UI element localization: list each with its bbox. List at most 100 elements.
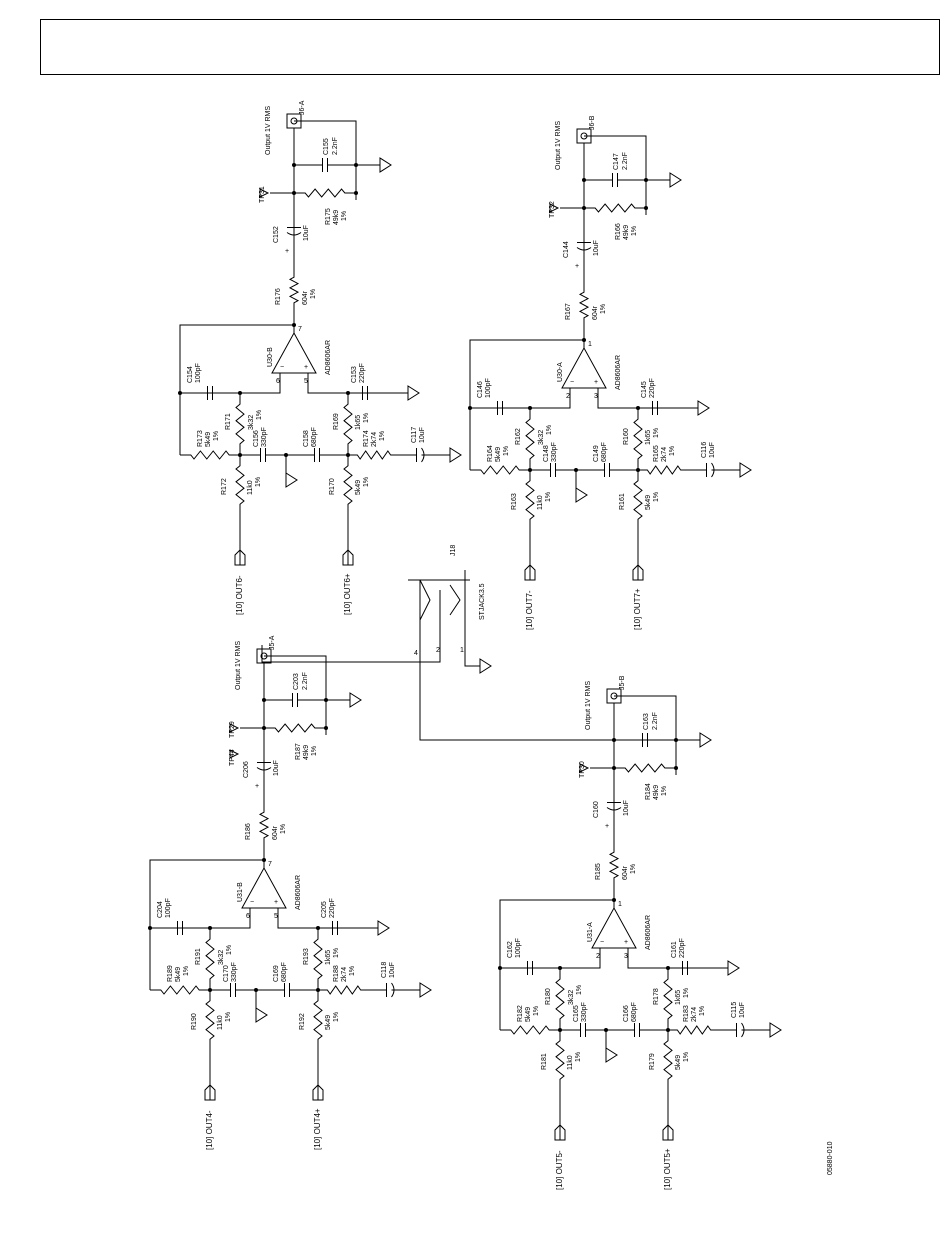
component-label: 220pF [649, 378, 656, 398]
component-label: 11k0 [537, 495, 544, 510]
capacitor-plate [391, 982, 395, 998]
component-label: + [605, 823, 609, 830]
component-label: Output 1V RMS [235, 641, 242, 690]
component-label: TP32 [549, 201, 556, 218]
component-label: 1% [545, 492, 552, 502]
junction-dot [292, 163, 296, 167]
component-label: 680pF [281, 962, 288, 982]
component-label: C161 [671, 941, 678, 958]
test-point-symbol [259, 188, 270, 198]
wire [149, 859, 264, 990]
component-label: 1% [575, 1052, 582, 1062]
component-label: C166 [623, 1005, 630, 1022]
component-label: R182 [517, 1005, 524, 1022]
resistor-symbol [235, 393, 245, 455]
component-label: 1% [669, 446, 676, 456]
component-label: 10uF [623, 800, 630, 816]
component-label: 1% [699, 1006, 706, 1016]
component-label: R163 [511, 493, 518, 510]
component-label: C145 [641, 381, 648, 398]
component-label: 5k49 [645, 495, 652, 510]
test-point-symbol [229, 723, 240, 733]
wire [307, 373, 408, 394]
ground-symbol [575, 487, 588, 503]
connector-symbol [234, 549, 246, 566]
component-label: AD8606AR [325, 340, 332, 375]
component-label: 1% [310, 289, 317, 299]
component-label: C158 [303, 430, 310, 447]
component-label: 5k49 [495, 447, 502, 462]
component-label: C144 [563, 241, 570, 258]
resistor-symbol [633, 408, 643, 470]
junction-dot [604, 1028, 608, 1032]
component-label: 1% [311, 746, 318, 756]
component-label: C165 [573, 1005, 580, 1022]
capacitor-plate [256, 767, 272, 771]
component-label: 1% [333, 1012, 340, 1022]
resistor-symbol [608, 845, 620, 885]
junction-dot [284, 453, 288, 457]
ground-symbol [449, 447, 462, 463]
component-label: C146 [477, 381, 484, 398]
connector-symbol [342, 549, 354, 566]
component-label: 2.2nF [332, 137, 339, 155]
resistor-symbol [318, 985, 370, 995]
ground-symbol [697, 400, 710, 416]
component-label: Output 1V RMS [265, 106, 272, 155]
component-label: 7 [298, 326, 302, 333]
component-label: U31-B [237, 882, 244, 902]
component-label: 3 [624, 953, 628, 960]
resistor-symbol [205, 990, 215, 1050]
ground-symbol [377, 920, 390, 936]
component-label: 3k32 [218, 950, 225, 965]
resistor-symbol [500, 1025, 560, 1035]
component-label: STJACK3.5 [479, 583, 486, 620]
test-point-symbol [549, 203, 560, 213]
resistor-symbol [235, 455, 245, 515]
junction-dot [468, 406, 472, 410]
component-label: R192 [299, 1013, 306, 1030]
junction-dot [316, 926, 320, 930]
component-label: J5-B [619, 675, 626, 690]
component-label: 1k65 [325, 950, 332, 965]
resistor-symbol [663, 1030, 673, 1090]
component-label: 10uF [273, 760, 280, 776]
connector-symbol [662, 1124, 674, 1141]
component-label: R180 [545, 988, 552, 1005]
junction-dot [582, 178, 586, 182]
capacitor-plate [576, 247, 592, 251]
connector-symbol [554, 1124, 566, 1141]
component-label: TP44 [229, 749, 236, 766]
opamp-symbol [591, 906, 637, 949]
component-label: 1% [683, 988, 690, 998]
junction-dot [262, 698, 266, 702]
capacitor-plate [711, 462, 715, 478]
component-label: + [285, 248, 289, 255]
component-label: R187 [295, 743, 302, 760]
component-label: 1% [363, 477, 370, 487]
junction-dot [644, 178, 648, 182]
component-label: 1k65 [645, 430, 652, 445]
component-label: 1k65 [675, 990, 682, 1005]
resistor-symbol [578, 285, 590, 325]
component-label: 3k32 [568, 990, 575, 1005]
component-label: R193 [303, 948, 310, 965]
component-label: C205 [321, 901, 328, 918]
component-label: U30-B [267, 347, 274, 367]
component-label: 1% [653, 428, 660, 438]
component-label: C148 [543, 445, 550, 462]
component-label: 604r [592, 305, 599, 320]
component-label: [10] OUT7- [525, 590, 534, 630]
junction-dot [354, 163, 358, 167]
component-label: 5k49 [325, 1015, 332, 1030]
component-label: 5k49 [205, 432, 212, 447]
component-label: R175 [325, 208, 332, 225]
component-label: R165 [653, 445, 660, 462]
junction-dot [354, 191, 358, 195]
component-label: [10] OUT6- [235, 575, 244, 615]
ground-symbol [255, 1007, 268, 1023]
ground-symbol [727, 960, 740, 976]
component-label: C118 [381, 962, 388, 978]
component-label: 2 [596, 953, 600, 960]
component-label: 2.2nF [622, 152, 629, 170]
